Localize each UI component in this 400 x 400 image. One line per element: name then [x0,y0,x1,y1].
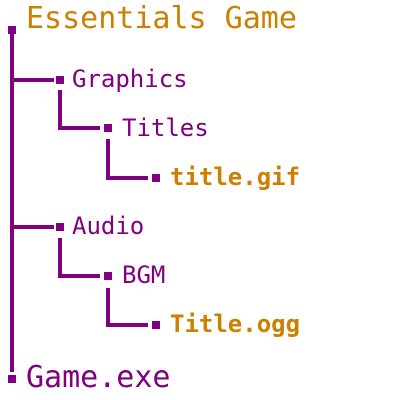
tree-node-audio[interactable]: Audio [72,212,145,240]
titles-bullet [104,124,112,132]
root-bullet [8,26,16,34]
tree-node-game-exe[interactable]: Game.exe [26,360,171,395]
bgm-bullet [104,272,112,280]
tree-node-title-gif[interactable]: title.gif [170,163,301,191]
gameexe-bullet [8,375,16,383]
tree-node-title-ogg[interactable]: Title.ogg [170,310,301,338]
graphics-bullet [56,76,64,84]
titleogg-bullet [152,321,160,329]
tree-node-titles[interactable]: Titles [122,114,209,142]
audio-bullet [56,223,64,231]
tree-node-graphics[interactable]: Graphics [72,65,188,93]
titlegif-bullet [152,174,160,182]
tree-node-bgm[interactable]: BGM [122,261,166,289]
tree-node-root[interactable]: Essentials Game [26,1,297,36]
